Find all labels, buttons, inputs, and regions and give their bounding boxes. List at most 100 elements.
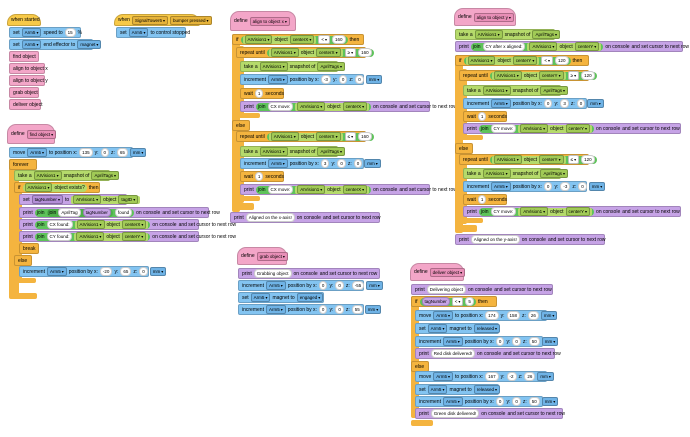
print-cx-found[interactable]: print join CX found: AIVision1objectcent… xyxy=(19,219,236,230)
text-input[interactable]: AprilTag xyxy=(58,208,81,217)
value-input[interactable]: 120 xyxy=(581,71,595,80)
take-snapshot-block[interactable]: take a AIVision1 snapshot of AprilTags xyxy=(455,29,560,40)
print-cy-move[interactable]: print join CY move: AIVision1objectcente… xyxy=(463,123,681,134)
arm-dropdown[interactable]: Arm5 xyxy=(265,281,286,290)
repeat-until-block[interactable]: repeat until AIVision1objectcenterY ≤ 12… xyxy=(459,154,597,165)
join-reporter[interactable]: join CY move: AIVision1objectcenterY xyxy=(478,207,595,216)
text-input[interactable]: CY move: xyxy=(490,207,517,216)
call-align-x[interactable]: align to object x xyxy=(9,63,48,74)
value-input[interactable]: 5 xyxy=(465,297,474,306)
increment-position-block[interactable]: increment Arm5 position by x: -20 y: 65 … xyxy=(19,266,167,277)
operator-dropdown[interactable]: ≤ xyxy=(567,155,580,164)
z-input[interactable]: 55 xyxy=(351,305,363,314)
move-to-red-position[interactable]: move Arm5 to position x: 174 y: 158 z: 2… xyxy=(415,310,558,321)
magnet-dropdown[interactable]: released xyxy=(473,385,500,394)
y-input[interactable]: 3 xyxy=(560,99,569,108)
vision-dropdown[interactable]: AIVision1 xyxy=(474,30,503,39)
increment-x-minus[interactable]: increment Arm5 position by x: -3 y: 0 z:… xyxy=(240,74,383,85)
seconds-input[interactable]: 1 xyxy=(254,172,264,181)
move-to-green-position[interactable]: move Arm5 to position x: 167 y: -2 z: 26… xyxy=(415,371,554,382)
y-input[interactable]: 0 xyxy=(338,75,348,84)
forever-block[interactable]: forever xyxy=(9,159,37,170)
z-input[interactable]: 0 xyxy=(139,267,148,276)
wait-block[interactable]: wait 1 seconds xyxy=(463,111,507,122)
define-find-object[interactable]: define find object xyxy=(7,124,57,144)
z-input[interactable]: 50 xyxy=(528,337,540,346)
vision-dropdown[interactable]: AIVision1 xyxy=(297,102,326,111)
arm-dropdown[interactable]: Arm5 xyxy=(265,305,286,314)
arm-dropdown[interactable]: Arm5 xyxy=(433,372,454,381)
if-centery-block[interactable]: if AIVision1objectcenterY < 120 then xyxy=(455,55,589,66)
z-input[interactable]: 65 xyxy=(116,148,128,157)
print-cy-after-x[interactable]: print join CY after x aligned: AIVision1… xyxy=(455,41,689,52)
text-input[interactable]: Aligned on the x-axis! xyxy=(245,213,295,222)
y-input[interactable]: 0 xyxy=(512,397,521,406)
when-started-hat[interactable]: when started xyxy=(7,14,41,26)
y-input[interactable]: -2 xyxy=(506,372,517,381)
vision-dropdown[interactable]: AIVision1 xyxy=(259,147,288,156)
else-block[interactable]: else xyxy=(232,120,250,131)
x-input[interactable]: 0 xyxy=(543,182,553,191)
y-input[interactable]: 158 xyxy=(506,311,521,320)
z-input[interactable]: -55 xyxy=(351,281,365,290)
wait-block[interactable]: wait 1 seconds xyxy=(463,194,507,205)
set-magnet-engaged[interactable]: set Arm5 magnet to engaged xyxy=(238,292,324,303)
value-input[interactable]: 160 xyxy=(358,132,372,141)
operator-dropdown[interactable]: < xyxy=(318,35,330,44)
text-input[interactable]: found xyxy=(114,208,133,217)
define-grab-object[interactable]: define grab object xyxy=(237,247,288,265)
value-input[interactable]: 120 xyxy=(554,56,569,65)
property-dropdown[interactable]: centerX xyxy=(316,132,341,141)
vision-dropdown[interactable]: AIVision1 xyxy=(270,48,299,57)
take-snapshot-block[interactable]: take a AIVision1 snapshot of AprilTags xyxy=(240,61,345,72)
unit-dropdown[interactable]: mm xyxy=(149,267,167,276)
object-reporter[interactable]: AIVision1 object tagID xyxy=(71,195,141,204)
take-snapshot-block[interactable]: take a AIVision1 snapshot of AprilTags xyxy=(14,170,119,181)
variable-reporter[interactable]: tagNumber xyxy=(82,208,111,217)
lt-condition[interactable]: AIVision1objectcenterX < 160 xyxy=(240,35,348,44)
arm-dropdown[interactable]: Arm5 xyxy=(442,397,463,406)
when-bumper-hat[interactable]: when SignalTower6 bumper pressed xyxy=(114,14,212,26)
z-input[interactable]: 0 xyxy=(576,99,586,108)
move-to-position-block[interactable]: move Arm5 to position x: 135 y: 0 z: 65 … xyxy=(9,147,147,158)
tags-dropdown[interactable]: AprilTags xyxy=(540,169,568,178)
unit-dropdown[interactable]: mm xyxy=(541,337,559,346)
join-reporter[interactable]: join CY found: AIVision1objectcenterY xyxy=(34,232,151,241)
operator-dropdown[interactable]: ≥ xyxy=(344,48,357,57)
print-cy-move[interactable]: print join CY move: AIVision1objectcente… xyxy=(463,206,681,217)
print-red-delivered[interactable]: print Red disk delivered! on console and… xyxy=(415,348,561,359)
text-input[interactable]: Aligned on the y-axis! xyxy=(470,235,520,244)
lte-condition[interactable]: AIVision1objectcenterY ≤ 120 xyxy=(489,155,597,164)
join-reporter[interactable]: join CX move: AIVision1objectcenterX xyxy=(255,102,372,111)
gte-condition[interactable]: AIVision1objectcenterY ≥ 120 xyxy=(489,71,597,80)
arm-dropdown[interactable]: Arm5 xyxy=(27,148,48,157)
tags-dropdown[interactable]: AprilTags xyxy=(532,30,560,39)
seconds-input[interactable]: 1 xyxy=(254,89,264,98)
vision-dropdown[interactable]: AIVision1 xyxy=(520,207,549,216)
take-snapshot-block[interactable]: take a AIVision1 snapshot of AprilTags xyxy=(463,168,568,179)
property-dropdown[interactable]: centerY xyxy=(512,56,538,65)
if-tagnumber-block[interactable]: if tagNumber < 5 then xyxy=(411,296,497,307)
print-cx-move[interactable]: print join CX move: AIVision1objectcente… xyxy=(240,184,457,195)
value-input[interactable]: 160 xyxy=(331,35,346,44)
print-aligned-x[interactable]: print Aligned on the x-axis! on console … xyxy=(230,212,380,223)
arm-dropdown[interactable]: Arm5 xyxy=(433,311,454,320)
variable-reporter[interactable]: tagNumber xyxy=(421,297,450,306)
property-dropdown[interactable]: centerY xyxy=(565,207,591,216)
wait-block[interactable]: wait 1 seconds xyxy=(240,171,284,182)
z-input[interactable]: 26 xyxy=(524,372,536,381)
increment-y-plus[interactable]: increment Arm5 position by x: 0 y: 3 z: … xyxy=(463,98,604,109)
x-input[interactable]: 174 xyxy=(485,311,499,320)
arm-dropdown[interactable]: Arm5 xyxy=(128,28,149,37)
repeat-until-block[interactable]: repeat until AIVision1objectcenterX ≤ 16… xyxy=(236,131,374,142)
arm-dropdown[interactable]: Arm5 xyxy=(427,385,448,394)
repeat-until-block[interactable]: repeat until AIVision1objectcenterX ≥ 16… xyxy=(236,47,374,58)
define-align-x[interactable]: define align to object x xyxy=(230,11,296,31)
vision-dropdown[interactable]: AIVision1 xyxy=(270,132,299,141)
text-input[interactable]: Delivering object xyxy=(426,285,467,294)
set-magnet-released[interactable]: set Arm5 magnet to released xyxy=(415,323,500,334)
if-exists-block[interactable]: if AIVision1 object exists? then xyxy=(14,182,100,193)
arm-dropdown[interactable]: Arm5 xyxy=(490,99,511,108)
